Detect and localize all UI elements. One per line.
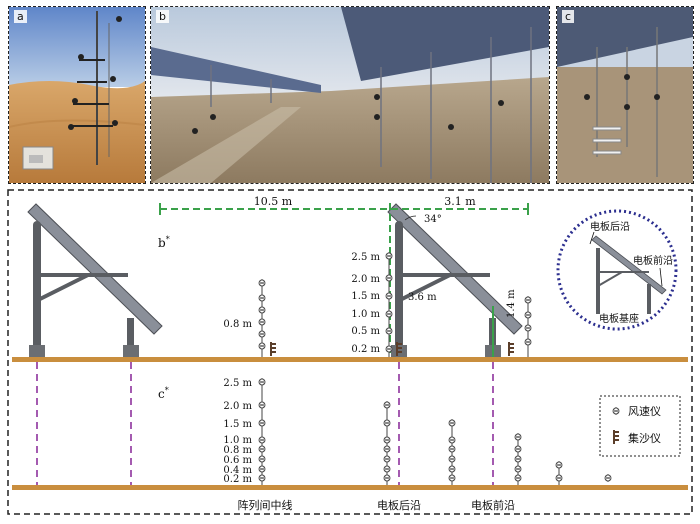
solar-panel-left (27, 203, 163, 357)
inset-panel-detail: 电板后沿 电板前沿 电板基座 (556, 209, 678, 331)
b-mast-front (508, 295, 532, 357)
b-mast-rear (385, 251, 402, 357)
section-b-label: b* (158, 235, 170, 250)
bottom-position-labels: 阵列间中线 电板后沿 电板前沿 (238, 498, 516, 512)
tilt-angle-label: 34° (424, 214, 442, 225)
b-mid-height-label: 0.8 m (223, 319, 252, 330)
photo-panel-b: b (150, 6, 550, 184)
svg-text:2.0 m: 2.0 m (351, 274, 380, 285)
inset-front-label: 电板前沿 (633, 254, 673, 267)
photo-b-label: b (156, 10, 169, 23)
photo-panel-c: c (556, 6, 694, 184)
solar-panel-middle (387, 203, 523, 357)
svg-text:0.4 m: 0.4 m (223, 465, 252, 476)
photo-a-illustration (9, 7, 145, 183)
svg-text:1.0 m: 1.0 m (223, 435, 252, 446)
inset-rear-label: 电板后沿 (590, 220, 630, 233)
legend: 风速仪 集沙仪 (599, 395, 681, 457)
photo-c-illustration (557, 7, 693, 183)
legend-anemometer-label: 风速仪 (628, 405, 661, 418)
svg-text:电板后沿: 电板后沿 (377, 498, 421, 512)
svg-text:0.8 m: 0.8 m (223, 445, 252, 456)
photo-c-label: c (562, 10, 575, 23)
c-height-labels: 2.5 m 2.0 m 1.5 m 1.0 m 0.8 m 0.6 m 0.4 … (223, 378, 252, 485)
svg-text:0.2 m: 0.2 m (223, 474, 252, 485)
svg-text:0.2 m: 0.2 m (351, 344, 380, 355)
inset-base-label: 电板基座 (599, 312, 639, 325)
svg-text:0.6 m: 0.6 m (223, 455, 252, 466)
legend-sand-collector-label: 集沙仪 (628, 431, 661, 445)
rear-edge-height-label: 3.6 m (408, 292, 437, 303)
photo-a-label: a (14, 10, 27, 23)
b-height-labels: 2.5 m 2.0 m 1.5 m 1.0 m 0.5 m 0.2 m (351, 252, 380, 355)
svg-text:1.5 m: 1.5 m (351, 291, 380, 302)
photo-b-illustration (151, 7, 549, 183)
photo-panel-a: a (8, 6, 146, 184)
c-masts-secondary (383, 400, 612, 485)
ground-line-bottom (12, 485, 688, 490)
c-mast-midline (258, 377, 266, 485)
svg-text:阵列间中线: 阵列间中线 (238, 498, 293, 512)
front-edge-height-label: 1.4 m (506, 289, 517, 318)
diagram-frame (7, 189, 693, 515)
alignment-lines (36, 362, 494, 485)
b-mast-midline (258, 278, 276, 357)
spacing-label-1: 10.5 m (254, 195, 293, 208)
svg-text:1.0 m: 1.0 m (351, 309, 380, 320)
svg-text:1.5 m: 1.5 m (223, 419, 252, 430)
svg-text:0.5 m: 0.5 m (351, 326, 380, 337)
svg-text:2.5 m: 2.5 m (351, 252, 380, 263)
spacing-label-2: 3.1 m (444, 195, 476, 208)
ground-line-top (12, 357, 688, 362)
svg-text:2.5 m: 2.5 m (223, 378, 252, 389)
svg-text:电板前沿: 电板前沿 (471, 498, 515, 512)
svg-text:2.0 m: 2.0 m (223, 401, 252, 412)
section-c-label: c* (158, 386, 169, 401)
